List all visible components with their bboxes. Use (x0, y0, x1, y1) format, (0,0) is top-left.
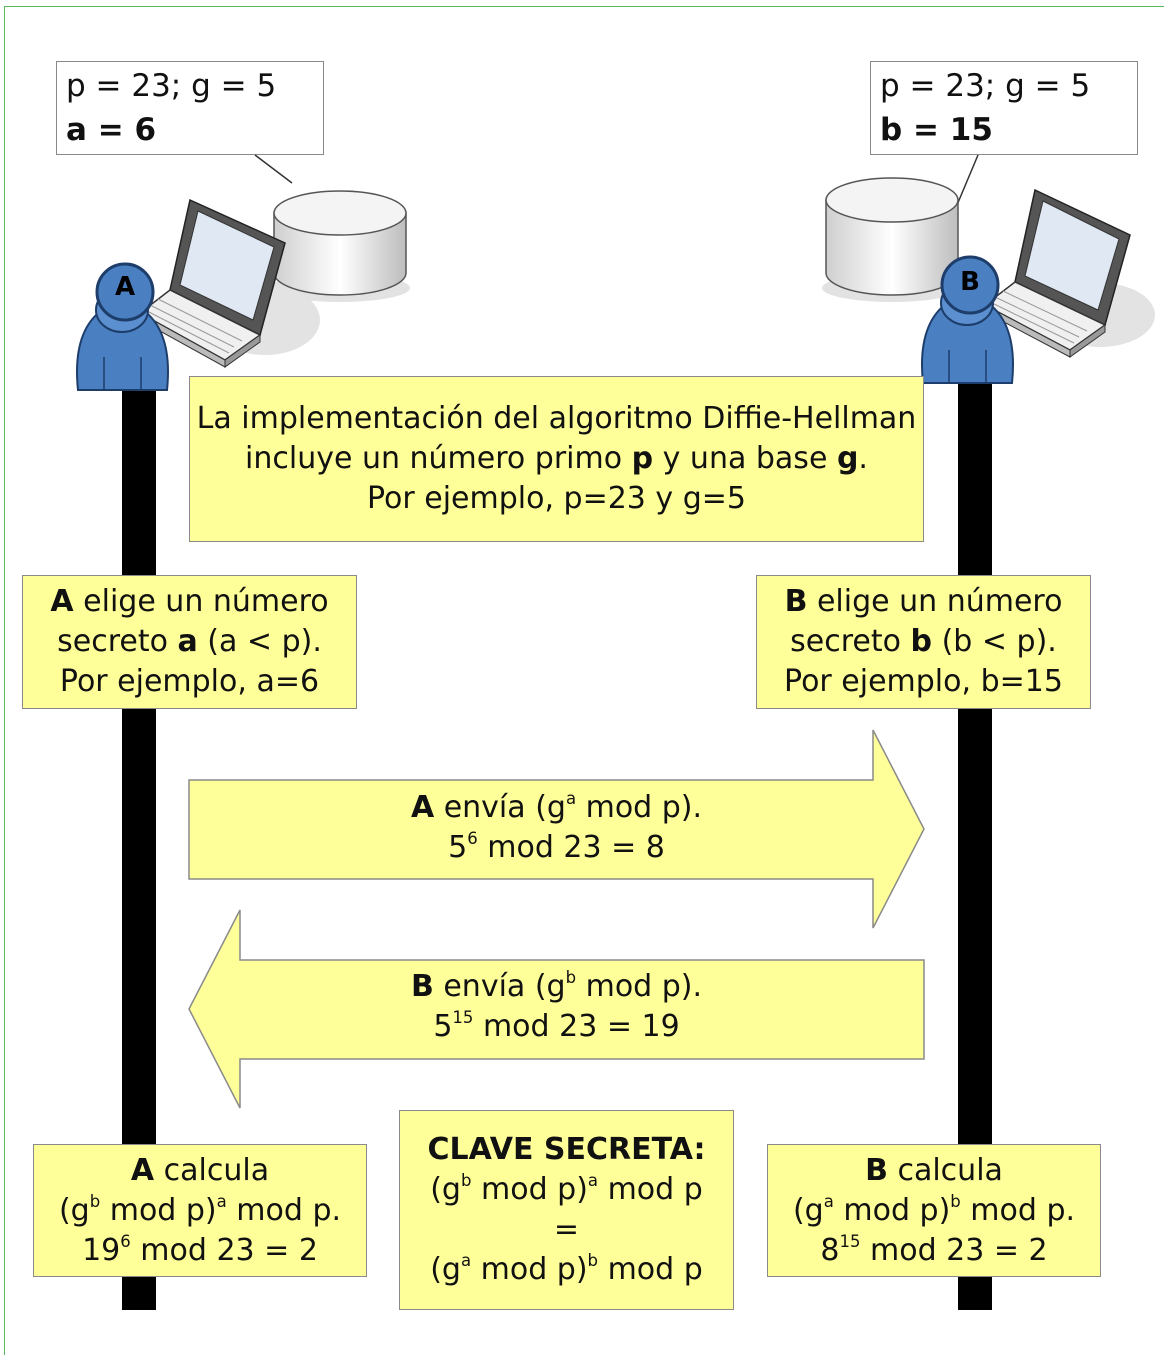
person-b-icon (921, 255, 1014, 384)
actor-a-label: A (114, 272, 136, 302)
left-info-params: p = 23; g = 5 (66, 68, 277, 104)
right-info-box: p = 23; g = 5 b = 15 (870, 61, 1138, 155)
b-send-line-1: B envía (gb mod p). (410, 967, 703, 1004)
a-calc-line-2: (gb mod p)a mod p. (58, 1191, 342, 1228)
secret-key-line-2: (gb mod p)a mod p (430, 1170, 703, 1207)
right-info-secret: b = 15 (880, 112, 993, 148)
b-choose-line-2: secreto b (b < p). (790, 624, 1057, 659)
laptop-icon (983, 188, 1155, 358)
left-info-box: p = 23; g = 5 a = 6 (56, 61, 324, 155)
b-calc-line-2: (ga mod p)b mod p. (792, 1191, 1076, 1228)
secret-key-note: CLAVE SECRETA: (gb mod p)a mod p = (ga m… (399, 1110, 734, 1310)
laptop-icon (138, 198, 320, 368)
a-send-text: A envía (ga mod p). 56 mod 23 = 8 (189, 788, 924, 868)
b-send-line-2: 515 mod 23 = 19 (433, 1007, 680, 1044)
b-choose-note: B elige un número secreto b (b < p). Por… (756, 575, 1091, 709)
b-choose-line-1: B elige un número (784, 584, 1063, 619)
a-send-line-1: A envía (ga mod p). (410, 788, 703, 825)
a-choose-note: A elige un número secreto a (a < p). Por… (22, 575, 357, 709)
secret-key-equals: = (553, 1212, 580, 1247)
a-calc-line-1: A calcula (130, 1152, 270, 1188)
b-calc-line-1: B calcula (865, 1152, 1003, 1188)
a-calc-note: A calcula (gb mod p)a mod p. 196 mod 23 … (33, 1144, 367, 1277)
actor-b-label: B (960, 267, 980, 297)
database-icon (822, 177, 962, 302)
b-send-text: B envía (gb mod p). 515 mod 23 = 19 (189, 967, 924, 1047)
a-choose-line-3: Por ejemplo, a=6 (59, 664, 320, 699)
left-info-secret: a = 6 (66, 112, 157, 148)
b-calc-line-3: 815 mod 23 = 2 (820, 1231, 1048, 1268)
a-choose-line-2: secreto a (a < p). (57, 624, 322, 659)
a-choose-line-1: A elige un número (50, 584, 329, 619)
a-calc-line-3: 196 mod 23 = 2 (82, 1231, 318, 1268)
intro-note: La implementación del algoritmo Diffie-H… (189, 376, 924, 542)
person-a-icon (76, 262, 169, 391)
secret-key-line-4: (ga mod p)b mod p (430, 1250, 703, 1287)
b-calc-note: B calcula (ga mod p)b mod p. 815 mod 23 … (767, 1144, 1101, 1277)
a-send-line-2: 56 mod 23 = 8 (448, 828, 665, 865)
intro-line-1: La implementación del algoritmo Diffie-H… (196, 401, 917, 436)
intro-line-3: Por ejemplo, p=23 y g=5 (367, 481, 746, 516)
intro-line-2: incluye un número primo p y una base g. (245, 441, 868, 476)
database-icon (270, 190, 410, 302)
b-choose-line-3: Por ejemplo, b=15 (784, 664, 1063, 699)
diagram-frame (4, 6, 1164, 1355)
right-info-params: p = 23; g = 5 (880, 68, 1091, 104)
secret-key-title: CLAVE SECRETA: (427, 1132, 706, 1167)
